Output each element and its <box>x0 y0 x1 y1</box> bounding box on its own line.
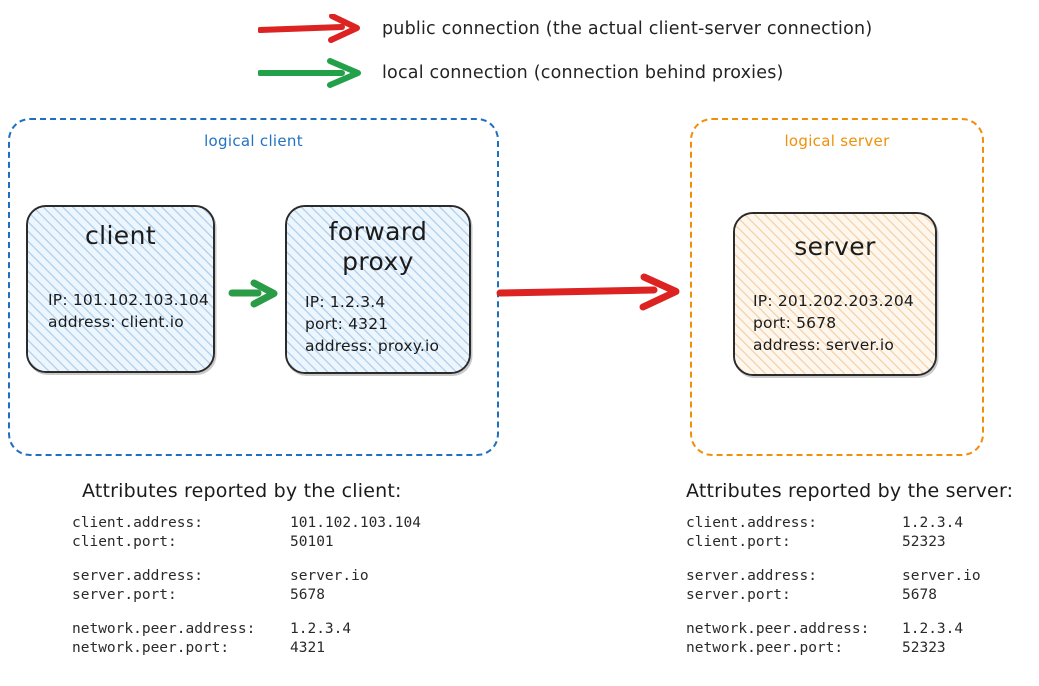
node-client-attributes: IP: 101.102.103.104 address: client.io <box>48 289 209 333</box>
attr-group: client.address: 1.2.3.4 client.port: 523… <box>686 514 1013 553</box>
hatch-pattern-blue <box>28 207 213 371</box>
attr-group: client.address: 101.102.103.104 client.p… <box>72 514 421 553</box>
attr-group: network.peer.address: 1.2.3.4 network.pe… <box>72 620 421 659</box>
table-row: network.peer.port: 4321 <box>72 639 421 658</box>
attr-key: server.port: <box>72 587 177 604</box>
attr-value: 101.102.103.104 <box>290 515 421 531</box>
attr-key: server.port: <box>686 587 791 604</box>
attr-group: network.peer.address: 1.2.3.4 network.pe… <box>686 620 1013 659</box>
attr-value: 52323 <box>902 640 946 657</box>
table-row: client.address: 101.102.103.104 <box>72 514 421 533</box>
green-arrow-icon <box>258 58 361 88</box>
attr-key: client.port: <box>72 534 177 551</box>
table-row: network.peer.port: 52323 <box>686 639 1013 658</box>
table-row: server.port: 5678 <box>72 586 421 605</box>
table-row: server.port: 5678 <box>686 586 1013 605</box>
attr-key: network.peer.port: <box>686 640 844 657</box>
table-row: network.peer.address: 1.2.3.4 <box>686 620 1013 639</box>
node-client-title: client <box>84 221 157 250</box>
node-forward-proxy-ip: IP: 1.2.3.4 <box>305 293 386 311</box>
node-forward-proxy-address: address: proxy.io <box>305 337 440 355</box>
server-attributes-heading: Attributes reported by the server: <box>686 480 1014 502</box>
node-client-ip: IP: 101.102.103.104 <box>48 291 209 309</box>
attr-value: 5678 <box>902 587 937 604</box>
legend-item-local-connection: local connection (connection behind prox… <box>258 58 784 88</box>
attr-value: 4321 <box>290 640 325 657</box>
attr-group: server.address: server.io server.port: 5… <box>686 567 1013 606</box>
attr-value: 1.2.3.4 <box>902 620 964 637</box>
attr-key: client.port: <box>686 534 791 551</box>
local-connection-arrow-icon <box>228 279 278 308</box>
red-arrow-icon <box>258 14 360 43</box>
legend-label-public-connection: public connection (the actual client-ser… <box>382 19 873 39</box>
node-forward-proxy-port: port: 4321 <box>305 315 389 333</box>
client-attributes-block: Attributes reported by the client: clien… <box>72 480 421 659</box>
node-client[interactable]: client IP: 101.102.103.104 address: clie… <box>26 205 215 373</box>
node-forward-proxy-attributes: IP: 1.2.3.4 port: 4321 address: proxy.io <box>305 291 439 357</box>
attr-key: server.address: <box>72 567 203 584</box>
table-row: client.address: 1.2.3.4 <box>686 514 1013 533</box>
node-forward-proxy[interactable]: forward proxy IP: 1.2.3.4 port: 4321 add… <box>285 205 471 374</box>
hatch-pattern-orange <box>735 214 935 374</box>
table-row: client.port: 50101 <box>72 533 421 552</box>
attr-value: 1.2.3.4 <box>290 620 352 637</box>
attr-value: 50101 <box>290 534 334 551</box>
attr-group: server.address: server.io server.port: 5… <box>72 567 421 606</box>
logical-server-label: logical server <box>778 132 896 150</box>
node-client-address: address: client.io <box>48 313 184 331</box>
attr-key: server.address: <box>686 567 817 584</box>
server-attributes-block: Attributes reported by the server: clien… <box>686 480 1013 659</box>
attr-key: client.address: <box>686 515 817 531</box>
logical-client-label: logical client <box>198 132 309 150</box>
attr-key: client.address: <box>72 515 203 531</box>
logical-server-container: logical server <box>690 118 984 456</box>
node-forward-proxy-title-line2: proxy <box>342 246 414 276</box>
attr-value: server.io <box>290 567 369 584</box>
table-row: client.port: 52323 <box>686 533 1013 552</box>
hatch-pattern-blue <box>287 207 469 372</box>
node-server-ip: IP: 201.202.203.204 <box>753 292 914 310</box>
node-server[interactable]: server IP: 201.202.203.204 port: 5678 ad… <box>733 212 937 376</box>
node-server-attributes: IP: 201.202.203.204 port: 5678 address: … <box>753 290 914 356</box>
node-server-title: server <box>794 232 876 261</box>
attr-value: 5678 <box>290 587 325 604</box>
attr-key: network.peer.address: <box>686 620 870 637</box>
attr-value: 52323 <box>902 534 946 551</box>
logical-client-container: logical client <box>8 118 499 456</box>
client-attributes-heading: Attributes reported by the client: <box>82 480 402 502</box>
node-forward-proxy-title-line1: forward <box>328 217 428 246</box>
node-server-address: address: server.io <box>753 336 895 354</box>
attr-value: 1.2.3.4 <box>902 515 964 531</box>
public-connection-arrow-icon <box>496 273 680 311</box>
node-server-port: port: 5678 <box>753 314 837 332</box>
table-row: server.address: server.io <box>72 567 421 586</box>
table-row: network.peer.address: 1.2.3.4 <box>72 620 421 639</box>
attr-value: server.io <box>902 567 981 584</box>
attr-key: network.peer.port: <box>72 640 230 657</box>
server-attributes-table: client.address: 1.2.3.4 client.port: 523… <box>686 514 1013 659</box>
legend-label-local-connection: local connection (connection behind prox… <box>382 63 784 83</box>
table-row: server.address: server.io <box>686 567 1013 586</box>
attr-key: network.peer.address: <box>72 620 256 637</box>
legend-item-public-connection: public connection (the actual client-ser… <box>258 14 872 44</box>
client-attributes-table: client.address: 101.102.103.104 client.p… <box>72 514 421 659</box>
